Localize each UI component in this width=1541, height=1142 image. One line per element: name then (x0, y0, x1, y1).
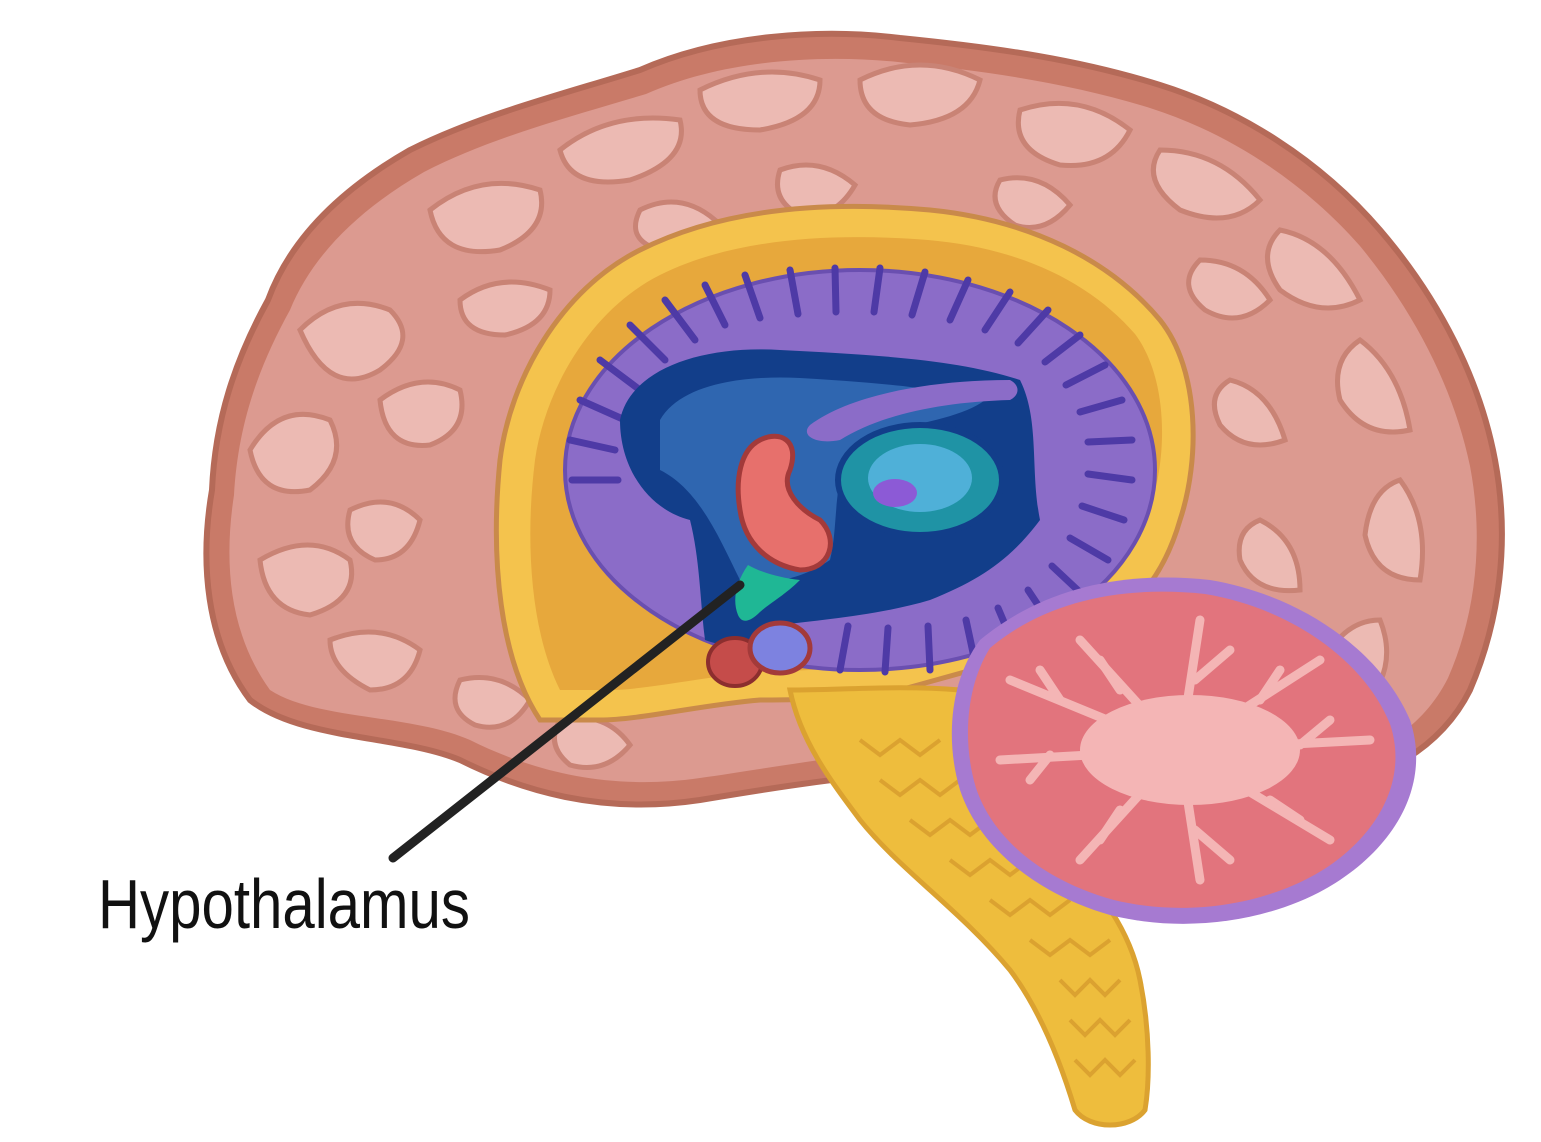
thalamus (838, 425, 1002, 535)
pituitary-blue (750, 623, 810, 673)
hypothalamus-label: Hypothalamus (98, 865, 470, 943)
cerebellum-inner (1080, 695, 1300, 805)
pineal-dot (873, 479, 917, 507)
